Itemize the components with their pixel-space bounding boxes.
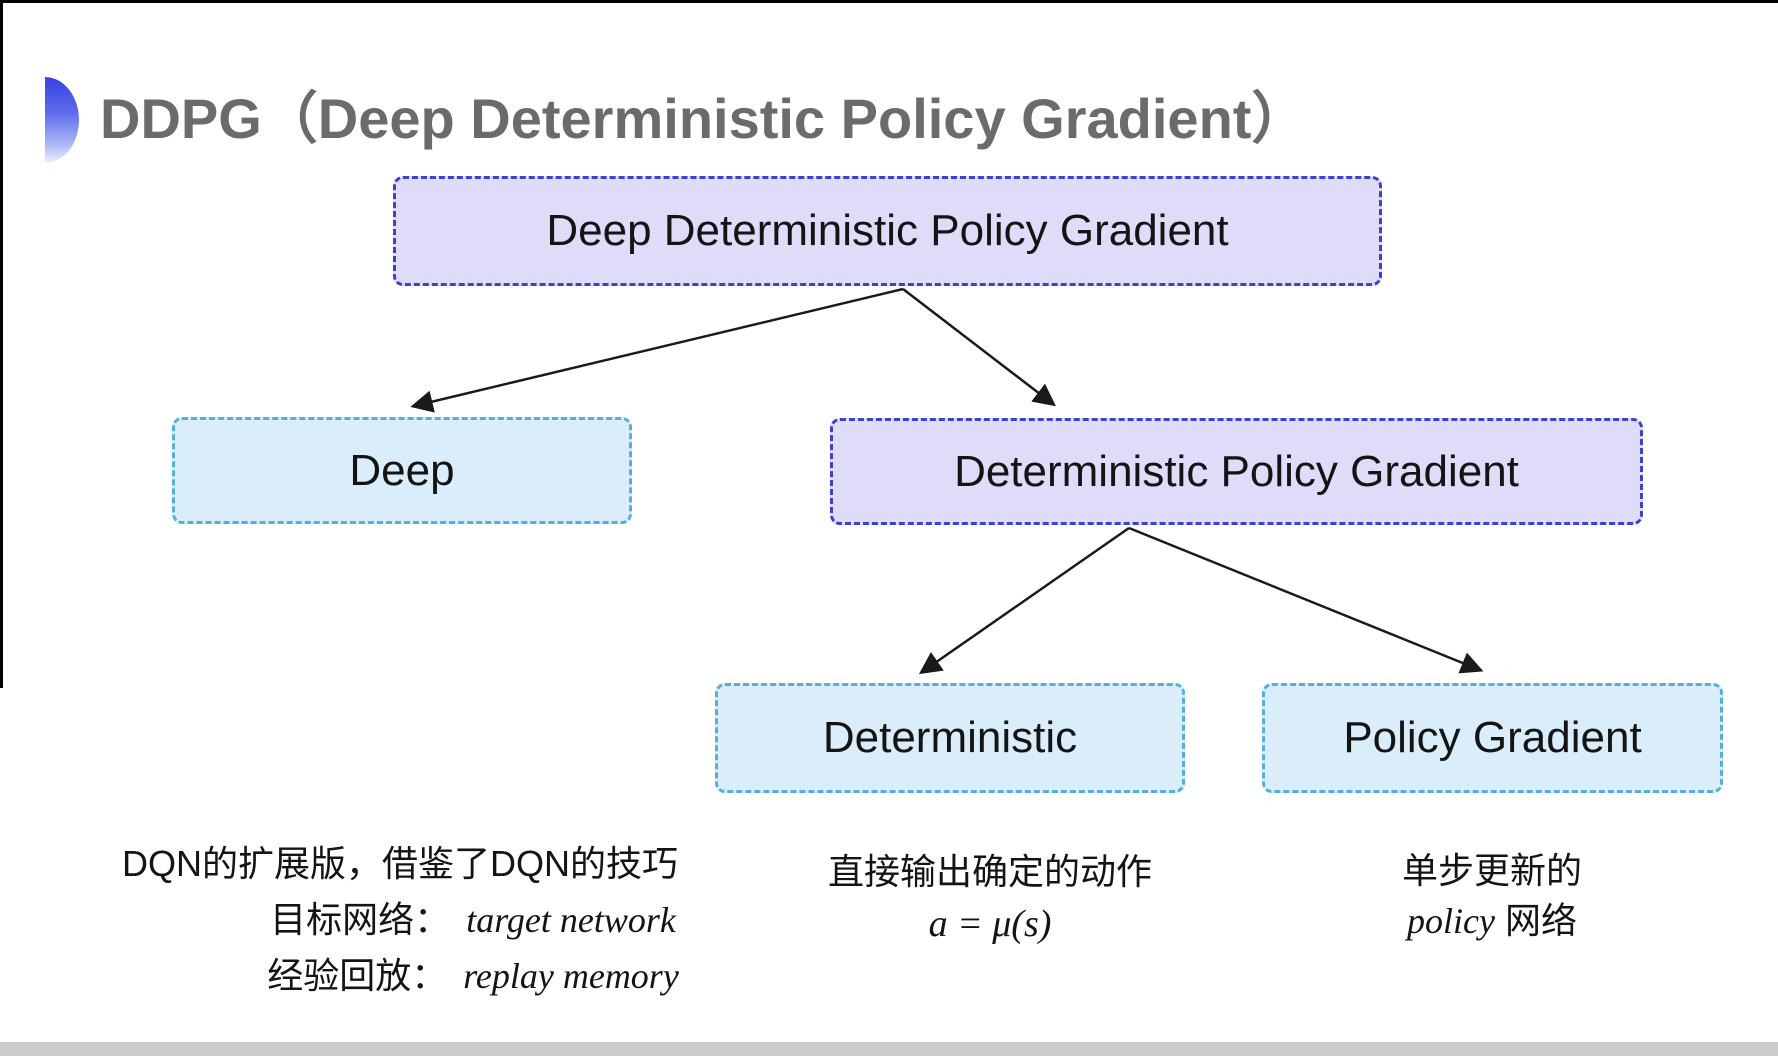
arrow-root-to-deep <box>410 287 904 413</box>
page-title: DDPG（Deep Deterministic Policy Gradient） <box>100 87 1308 150</box>
tree-node-policy-gradient-label: Policy Gradient <box>1343 713 1642 762</box>
window-top-border <box>0 0 1778 3</box>
note-deep-line3: 经验回放： replay memory <box>120 948 680 1004</box>
note-deterministic: 直接输出确定的动作 a = μ(s) <box>790 846 1190 950</box>
tree-node-deep-label: Deep <box>349 445 455 495</box>
arrow-dpg-to-policy-gradient <box>1128 526 1484 674</box>
note-deep-line1: DQN的扩展版，借鉴了DQN的技巧 <box>122 843 678 884</box>
note-policy-gradient: 单步更新的 policy 网络 <box>1292 846 1692 946</box>
note-policy-gradient-term: policy <box>1407 901 1495 941</box>
note-deep-line2-label: 目标网络： <box>270 899 451 940</box>
window-left-border <box>0 0 3 688</box>
tree-node-deterministic-label: Deterministic <box>822 713 1078 762</box>
note-deep-line2-term: target network <box>466 900 676 940</box>
note-policy-gradient-line1: 单步更新的 <box>1401 850 1582 891</box>
note-deep: DQN的扩展版，借鉴了DQN的技巧 目标网络： target network 经验… <box>120 836 680 1004</box>
tree-node-policy-gradient: Policy Gradient <box>1262 683 1723 793</box>
tree-node-deterministic-policy-gradient: Deterministic Policy Gradient <box>830 418 1643 525</box>
note-deep-line3-label: 经验回放： <box>267 955 448 996</box>
note-deep-line2: 目标网络： target network <box>120 892 680 948</box>
tree-node-dpg-label: Deterministic Policy Gradient <box>954 446 1519 496</box>
note-policy-gradient-line2: policy 网络 <box>1292 896 1692 946</box>
note-deterministic-line1: 直接输出确定的动作 <box>827 851 1152 892</box>
note-policy-gradient-suffix: 网络 <box>1494 900 1577 941</box>
tree-node-deterministic: Deterministic <box>715 683 1185 793</box>
bottom-gray-strip <box>0 1042 1778 1056</box>
title-bullet-icon <box>45 77 79 163</box>
tree-node-root: Deep Deterministic Policy Gradient <box>393 176 1382 286</box>
arrow-root-to-dpg <box>902 288 1056 407</box>
tree-node-root-label: Deep Deterministic Policy Gradient <box>546 206 1229 255</box>
note-deep-line3-term: replay memory <box>463 956 679 996</box>
note-deterministic-formula: a = μ(s) <box>928 903 1052 945</box>
arrow-dpg-to-deterministic <box>918 526 1130 675</box>
tree-node-deep: Deep <box>172 417 632 524</box>
